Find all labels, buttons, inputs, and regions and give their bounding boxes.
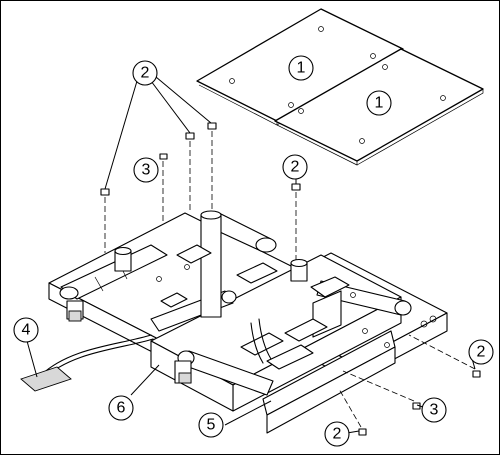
callout-4: 4 bbox=[14, 318, 38, 342]
callout-3b: 3 bbox=[422, 398, 446, 422]
callout-5: 5 bbox=[199, 413, 223, 437]
callout-2d-label: 2 bbox=[333, 426, 342, 443]
screw-top-right bbox=[208, 123, 216, 213]
callout-1a: 1 bbox=[289, 56, 313, 80]
callout-1a-label: 1 bbox=[297, 60, 306, 77]
callout-2a-label: 2 bbox=[141, 65, 150, 82]
callout-6: 6 bbox=[109, 396, 133, 420]
post-left bbox=[115, 248, 131, 272]
screw-top-left bbox=[101, 189, 109, 253]
callout-2d: 2 bbox=[325, 422, 349, 446]
callout-1b-label: 1 bbox=[375, 95, 384, 112]
post-center bbox=[201, 211, 221, 317]
screw-center bbox=[292, 184, 300, 271]
screw-short-left bbox=[160, 154, 167, 233]
callout-3a-label: 3 bbox=[142, 162, 151, 179]
callout-4-label: 4 bbox=[22, 322, 31, 339]
sensor-cable bbox=[21, 335, 153, 391]
callout-5-label: 5 bbox=[207, 417, 216, 434]
callout-6-label: 6 bbox=[117, 400, 126, 417]
callout-2a: 2 bbox=[133, 61, 157, 85]
callout-2c-label: 2 bbox=[477, 344, 486, 361]
callout-2c: 2 bbox=[469, 340, 493, 364]
callout-3b-label: 3 bbox=[430, 402, 439, 419]
callout-2b-label: 2 bbox=[291, 159, 300, 176]
callout-1b: 1 bbox=[367, 91, 391, 115]
screw-top-mid bbox=[186, 133, 194, 211]
callout-2b: 2 bbox=[283, 155, 307, 179]
post-right bbox=[291, 260, 307, 282]
callout-3a: 3 bbox=[134, 158, 158, 182]
